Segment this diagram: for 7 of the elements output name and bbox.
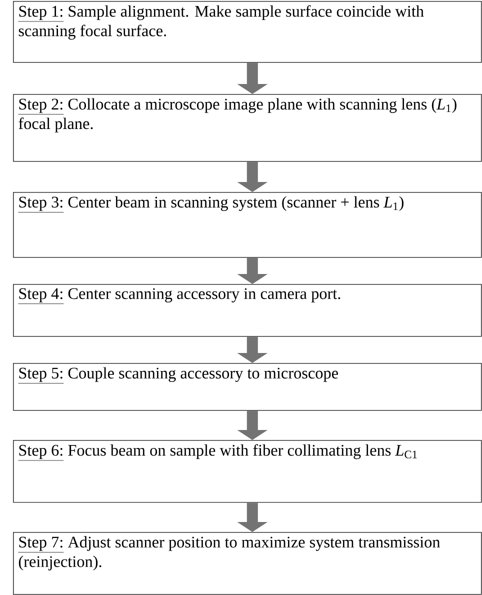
step-box: Step 4: Center scanning accessory in camera port.: [13, 284, 482, 337]
step-box: Step 1: Sample alignment. Make sample surface coincide with scanning focal surface.: [13, 1, 482, 63]
step-box: Step 3: Center beam in scanning system (scanner + lens L$_{1}$): [13, 192, 482, 258]
step-box: Step 6: Focus beam on sample with fiber collimating lens L$_{C1}$: [13, 440, 482, 503]
step-box: Step 2: Collocate a microscope image plane with scanning lens (L$_{1}$) focal plane.: [13, 94, 482, 162]
step-box: Step 7: Adjust scanner position to maximize system transmission (reinjection).: [13, 532, 482, 595]
step-box: Step 5: Couple scanning accessory to microscope: [13, 363, 482, 411]
